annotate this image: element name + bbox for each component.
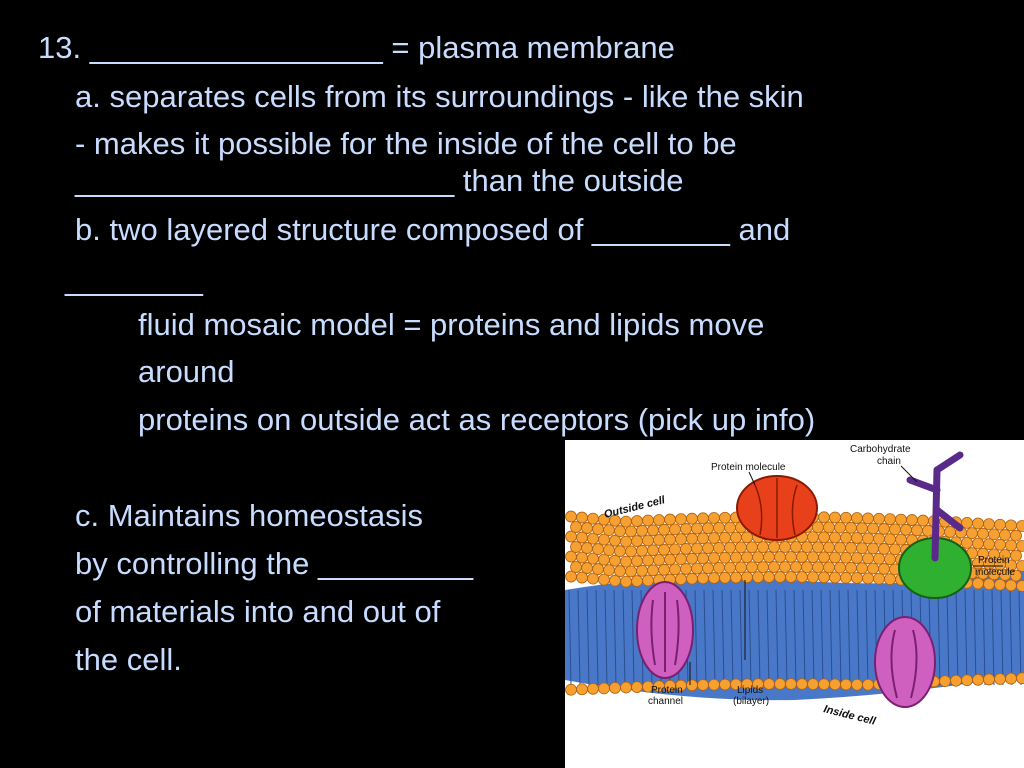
item-c-detail: by controlling the _________ xyxy=(75,546,474,581)
protein-right-label-2: molecule xyxy=(975,567,1015,578)
fluid-mosaic-text: fluid mosaic model = proteins and lipids… xyxy=(138,307,765,342)
carbohydrate-label: Carbohydrate xyxy=(850,444,911,455)
protein-molecule-top-label: Protein molecule xyxy=(711,462,786,473)
item-c-detail-2: of materials into and out of xyxy=(75,594,441,629)
item-b-text: b. two layered structure composed of ___… xyxy=(75,212,791,247)
protein-channel-label-2: channel xyxy=(648,696,683,707)
protein-channel-right xyxy=(874,616,936,708)
item-c-text: c. Maintains homeostasis xyxy=(75,498,424,533)
inside-cell-label: Inside cell xyxy=(822,703,877,728)
protein-right-label-1: Protein xyxy=(978,555,1010,566)
fluid-mosaic-cont: around xyxy=(138,354,235,389)
item-c-detail-3: the cell. xyxy=(75,642,182,677)
protein-channel-left xyxy=(636,581,694,679)
lipids-label-2: (bilayer) xyxy=(733,696,769,707)
plasma-membrane-diagram: Outside cell Protein molecule Carbohydra… xyxy=(565,440,1024,768)
label-leaders xyxy=(689,465,1003,685)
item-a-detail: - makes it possible for the inside of th… xyxy=(75,126,737,161)
protein-molecule-red xyxy=(736,475,818,541)
receptors-text: proteins on outside act as receptors (pi… xyxy=(138,402,816,437)
chain-label: chain xyxy=(877,456,901,467)
item-13-heading: 13. _________________ = plasma membrane xyxy=(38,30,675,65)
lipids-label-1: Lipids xyxy=(737,685,763,696)
carbohydrate-chain xyxy=(906,451,964,562)
item-b-blank: ________ xyxy=(65,262,203,297)
lipid-heads-bottom xyxy=(565,672,1024,696)
item-a-text: a. separates cells from its surroundings… xyxy=(75,79,804,114)
item-a-detail-cont: ______________________ than the outside xyxy=(75,163,684,198)
membrane-svg: Outside cell Protein molecule Carbohydra… xyxy=(565,444,1024,728)
protein-channel-label-1: Protein xyxy=(651,685,683,696)
